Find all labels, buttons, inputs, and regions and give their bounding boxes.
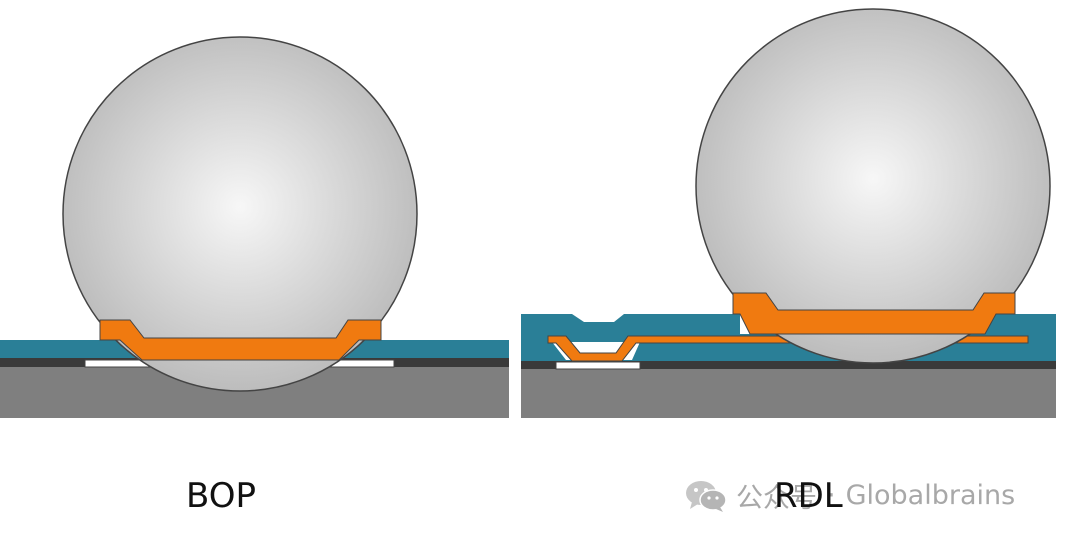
rdl-substrate [521,368,1056,418]
rdl-metal-line [521,360,1056,369]
watermark: 公众号 · Globalbrains [684,476,1015,515]
bop-ubm-copper [99,319,382,361]
watermark-separator: · [827,480,836,511]
bop-passivation-layer [0,340,509,358]
watermark-brand: Globalbrains [845,480,1016,511]
rdl-label: RDL [774,476,843,516]
watermark-cjk-text: 公众号 [736,483,817,514]
bop-solder-ball [62,36,418,392]
rdl-bond-pad [555,361,641,370]
rdl-solder-ball [695,8,1051,364]
rdl-structure [521,8,1056,418]
bop-label: BOP [186,476,256,516]
bop-structure [0,36,509,418]
wechat-icon [686,480,727,512]
rdl-ubm-copper [732,292,1016,335]
